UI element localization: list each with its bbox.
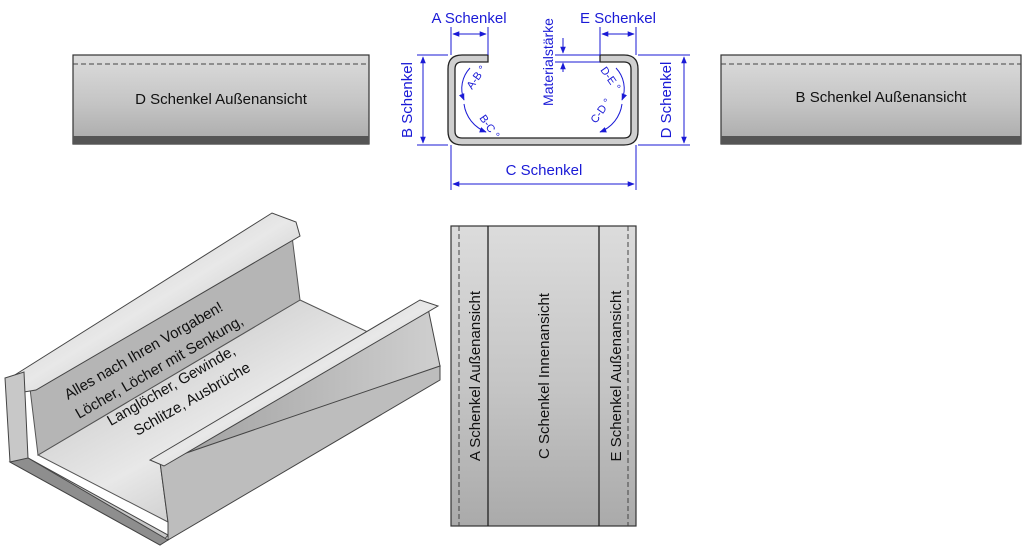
a-leg-outside-label: A Schenkel Außenansicht xyxy=(467,290,484,461)
material-thickness-label: Materialstärke xyxy=(540,18,556,106)
angle-bc-label: B-C ° xyxy=(477,113,502,142)
e-leg-outside-label: E Schenkel Außenansicht xyxy=(608,290,625,462)
c-leg-dimension-label: C Schenkel xyxy=(506,162,583,179)
c-leg-inside-label: C Schenkel Innenansicht xyxy=(536,292,553,459)
e-leg-dimension-label: E Schenkel xyxy=(580,10,656,27)
angle-ab-label: A-B ° xyxy=(465,64,490,92)
b-leg-outside-label: B Schenkel Außenansicht xyxy=(796,89,968,106)
isometric-3d-view: Alles nach Ihren Vorgaben! Löcher, Löche… xyxy=(4,212,442,546)
d-leg-dimension-label: D Schenkel xyxy=(658,62,675,139)
b-leg-outside-view: B Schenkel Außenansicht xyxy=(720,54,1022,145)
angle-de-label: D-E ° xyxy=(598,65,623,94)
unfolded-flat-view: A Schenkel Außenansicht C Schenkel Innen… xyxy=(450,225,637,527)
a-leg-dimension-label: A Schenkel xyxy=(431,10,506,27)
d-leg-outside-view: D Schenkel Außenansicht xyxy=(72,54,370,145)
d-leg-outside-label: D Schenkel Außenansicht xyxy=(135,91,308,108)
dimension-lines xyxy=(417,27,690,190)
angle-cd-label: C-D ° xyxy=(589,97,614,126)
b-leg-dimension-label: B Schenkel xyxy=(399,62,416,138)
